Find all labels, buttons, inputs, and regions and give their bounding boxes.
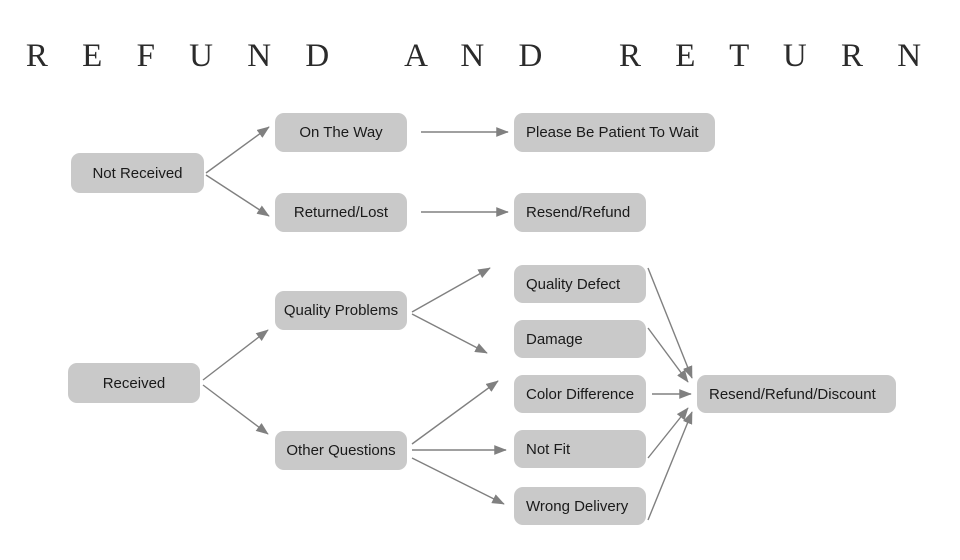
node-label: Resend/Refund [526,204,631,221]
edge-not_received-to-returned_lost [205,174,270,217]
node-label: Wrong Delivery [526,497,629,515]
edge-quality_defect-to-resend_refund_discount [647,267,693,379]
node-label: Color Difference [526,385,635,403]
node-label: Returned/Lost [293,204,389,221]
node-quality_problems[interactable]: Quality Problems [275,291,407,330]
node-on_the_way[interactable]: On The Way [275,113,407,152]
node-label: Not Fit [526,440,571,458]
node-label: Resend/Refund/Discount [709,385,876,403]
node-label: Other Questions [286,442,396,459]
node-color_difference[interactable]: Color Difference [514,375,646,413]
node-label: Received [102,374,166,392]
edge-other_questions-to-color_difference [411,380,499,445]
node-wrong_delivery[interactable]: Wrong Delivery [514,487,646,525]
edge-group [202,126,693,521]
edge-quality_problems-to-quality_defect [411,267,491,313]
page-title: R E F U N D A N D R E T U R N [25,38,935,74]
edge-damage-to-resend_refund_discount [647,327,689,383]
edge-quality_problems-to-damage [411,313,488,354]
node-resend_refund[interactable]: Resend/Refund [514,193,646,232]
node-not_received[interactable]: Not Received [71,153,204,193]
node-label: Damage [526,330,583,348]
node-please_wait[interactable]: Please Be Patient To Wait [514,113,715,152]
node-resend_refund_discount[interactable]: Resend/Refund/Discount [697,375,896,413]
node-quality_defect[interactable]: Quality Defect [514,265,646,303]
node-received[interactable]: Received [68,363,200,403]
edge-not_received-to-on_the_way [205,126,270,174]
node-other_questions[interactable]: Other Questions [275,431,407,470]
edge-received-to-other_questions [202,384,269,435]
node-returned_lost[interactable]: Returned/Lost [275,193,407,232]
edge-other_questions-to-wrong_delivery [411,457,505,505]
node-label: Please Be Patient To Wait [526,124,699,141]
node-label: Quality Defect [526,275,621,293]
node-damage[interactable]: Damage [514,320,646,358]
edge-wrong_delivery-to-resend_refund_discount [647,411,693,521]
edge-received-to-quality_problems [202,329,269,381]
node-not_fit[interactable]: Not Fit [514,430,646,468]
node-label: On The Way [299,124,383,141]
edge-not_fit-to-resend_refund_discount [647,407,689,459]
node-label: Quality Problems [283,302,399,319]
node-label: Not Received [92,164,183,182]
